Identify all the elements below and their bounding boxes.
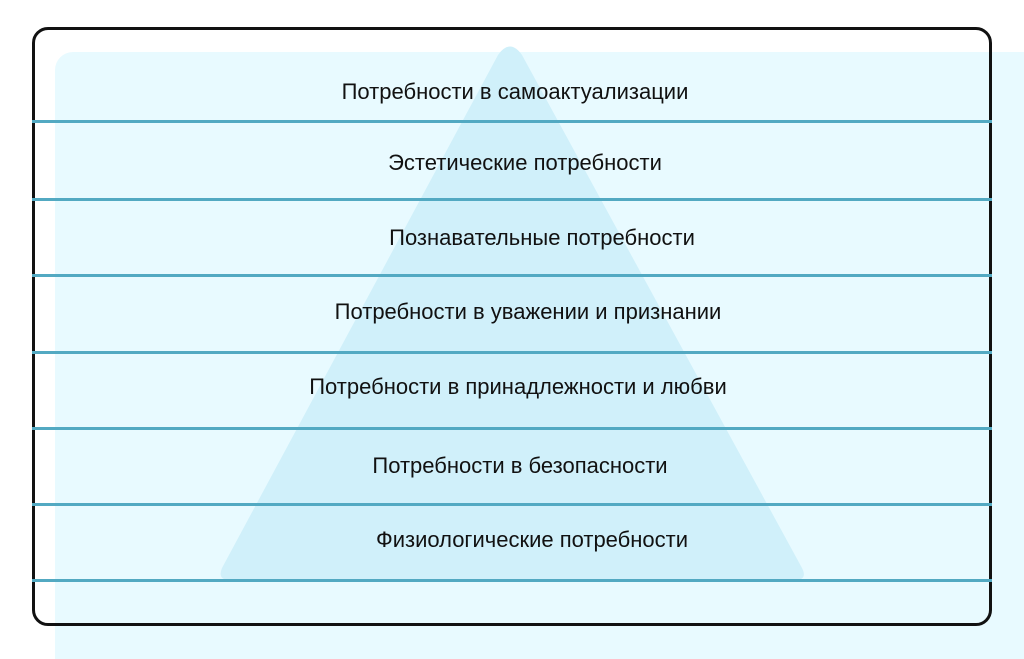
level-belonging: Потребности в принадлежности и любви — [309, 374, 727, 399]
level-divider — [32, 198, 992, 201]
level-aesthetic: Эстетические потребности — [388, 150, 662, 175]
level-divider — [32, 274, 992, 277]
level-cognitive: Познавательные потребности — [389, 225, 695, 250]
level-divider — [32, 579, 992, 582]
level-divider — [32, 427, 992, 430]
level-self-actualization: Потребности в самоактуализации — [341, 79, 689, 104]
level-divider — [32, 503, 992, 506]
diagram-frame — [32, 27, 992, 626]
level-esteem: Потребности в уважении и признании — [334, 299, 722, 324]
level-divider — [32, 351, 992, 354]
level-divider — [32, 120, 992, 123]
level-safety: Потребности в безопасности — [372, 453, 668, 478]
level-physiological: Физиологические потребности — [375, 527, 689, 552]
